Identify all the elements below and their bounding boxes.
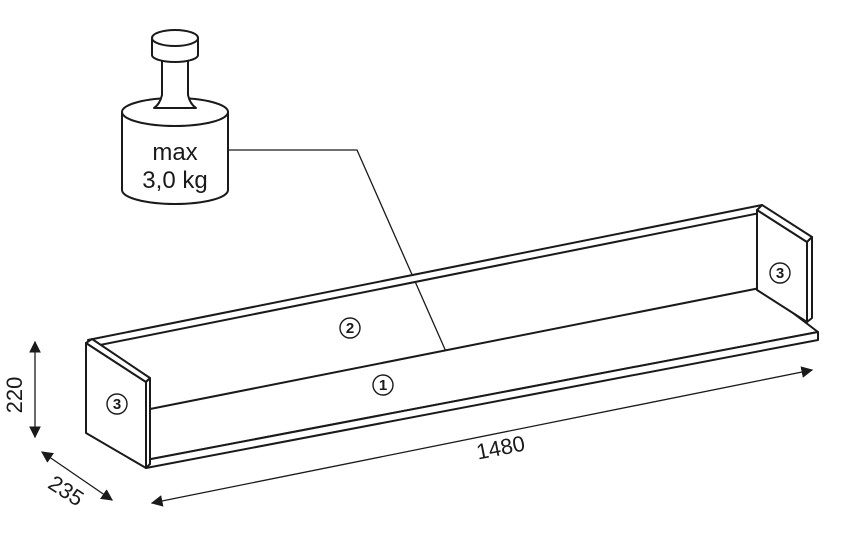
svg-text:3: 3 bbox=[113, 396, 121, 413]
part-marker-bottom: 1 bbox=[372, 374, 394, 396]
svg-text:3: 3 bbox=[776, 265, 784, 282]
height-value: 220 bbox=[2, 377, 27, 414]
height-dimension: 220 bbox=[2, 340, 41, 439]
weight-label-value: 3,0 kg bbox=[142, 167, 207, 194]
svg-text:1: 1 bbox=[379, 377, 387, 394]
weight-icon: max 3,0 kg bbox=[121, 29, 229, 205]
part-marker-back: 2 bbox=[339, 317, 361, 339]
load-leader-line bbox=[228, 149, 456, 373]
width-value: 1480 bbox=[474, 431, 527, 465]
weight-label-max: max bbox=[152, 139, 197, 166]
svg-text:2: 2 bbox=[346, 320, 354, 337]
depth-dimension: 235 bbox=[41, 451, 113, 511]
part-marker-side-left: 3 bbox=[106, 393, 128, 415]
shelf-drawing bbox=[85, 204, 819, 469]
part-marker-side-right: 3 bbox=[769, 262, 791, 284]
depth-value: 235 bbox=[44, 470, 88, 511]
